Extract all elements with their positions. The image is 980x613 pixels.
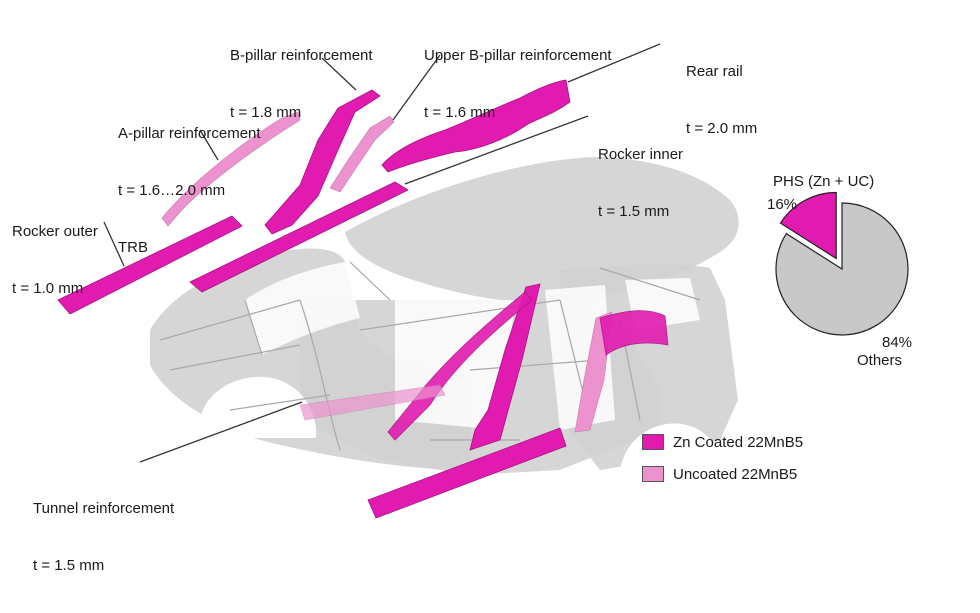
leader-rocker-inner: [404, 115, 589, 185]
label-b-pillar-name: B-pillar reinforcement: [230, 47, 373, 64]
leader-upper-b-pillar: [392, 54, 441, 121]
installed-rocker: [367, 427, 567, 519]
pie-slice-label-phs: 16%: [767, 196, 798, 213]
legend-swatch-zn-coated: [642, 434, 664, 450]
upper-b-pillar-reinforcement-part: [329, 115, 395, 193]
leader-tunnel: [139, 401, 303, 463]
label-a-pillar-thickness: t = 1.6…2.0 mm: [118, 182, 226, 199]
label-a-pillar-reinforcement: A-pillar reinforcement t = 1.6…2.0 mm TR…: [118, 86, 261, 295]
installed-rear-rail: [599, 310, 669, 356]
label-rear-rail-name: Rear rail: [686, 63, 743, 80]
label-a-pillar-trb: TRB: [118, 239, 148, 256]
label-upper-b-pillar-name: Upper B-pillar reinforcement: [424, 47, 612, 64]
leader-b-pillar: [321, 57, 357, 91]
legend-label-zn-coated: Zn Coated 22MnB5: [673, 433, 804, 451]
leader-lines: [103, 43, 661, 463]
pie-title: PHS (Zn + UC): [773, 173, 875, 190]
legend-swatch-uncoated: [642, 466, 664, 482]
pie-slice-phs-zn-uc: [779, 191, 837, 260]
b-pillar-reinforcement-part: [264, 89, 381, 235]
label-rocker-outer-name: Rocker outer: [12, 223, 98, 240]
rocker-outer-part: [57, 215, 243, 315]
leader-rear-rail: [567, 43, 661, 83]
car-body-illustration: [57, 43, 909, 519]
label-rear-rail-thickness: t = 2.0 mm: [686, 120, 758, 137]
phs-share-pie-chart: [775, 191, 909, 336]
label-rocker-inner-name: Rocker inner: [598, 146, 684, 163]
pie-slice-label-others-name: Others: [857, 352, 903, 369]
label-rear-rail: Rear rail t = 2.0 mm: [686, 24, 757, 176]
label-rocker-outer-thickness: t = 1.0 mm: [12, 280, 84, 297]
pie-slice-label-others-value: 84%: [882, 334, 913, 351]
label-rocker-inner-thickness: t = 1.5 mm: [598, 203, 670, 220]
label-a-pillar-name: A-pillar reinforcement: [118, 125, 261, 142]
label-rocker-outer: Rocker outer t = 1.0 mm: [12, 184, 98, 336]
legend-item-uncoated: Uncoated 22MnB5: [642, 462, 803, 486]
label-tunnel-reinforcement: Tunnel reinforcement t = 1.5 mm: [33, 461, 174, 613]
label-tunnel-name: Tunnel reinforcement: [33, 500, 175, 517]
installed-b-pillar: [469, 283, 541, 451]
label-upper-b-pillar-thickness: t = 1.6 mm: [424, 104, 496, 121]
front-wheel-arch: [200, 376, 317, 438]
legend: Zn Coated 22MnB5 Uncoated 22MnB5: [642, 430, 803, 494]
leader-rocker-outer: [103, 221, 125, 267]
body-structure-lines: [159, 261, 701, 451]
pie-slice-others: [775, 202, 909, 336]
installed-phs-parts: [299, 283, 669, 519]
label-b-pillar-reinforcement: B-pillar reinforcement t = 1.8 mm: [230, 8, 373, 160]
label-tunnel-thickness: t = 1.5 mm: [33, 557, 105, 574]
installed-upper-b-pillar: [574, 311, 613, 433]
legend-item-zn-coated: Zn Coated 22MnB5: [642, 430, 803, 454]
label-b-pillar-thickness: t = 1.8 mm: [230, 104, 302, 121]
label-upper-b-pillar-reinforcement: Upper B-pillar reinforcement t = 1.6 mm: [424, 8, 612, 160]
label-rocker-inner: Rocker inner t = 1.5 mm: [598, 107, 683, 259]
a-pillar-reinforcement-part: [161, 111, 301, 227]
diagram-canvas: B-pillar reinforcement t = 1.8 mm Upper …: [12, 8, 913, 574]
installed-tunnel: [299, 384, 446, 421]
rocker-inner-part: [189, 181, 409, 293]
leader-a-pillar: [199, 129, 219, 161]
exploded-parts: [57, 79, 571, 315]
legend-label-uncoated: Uncoated 22MnB5: [673, 465, 798, 483]
rear-rail-part: [381, 79, 571, 173]
